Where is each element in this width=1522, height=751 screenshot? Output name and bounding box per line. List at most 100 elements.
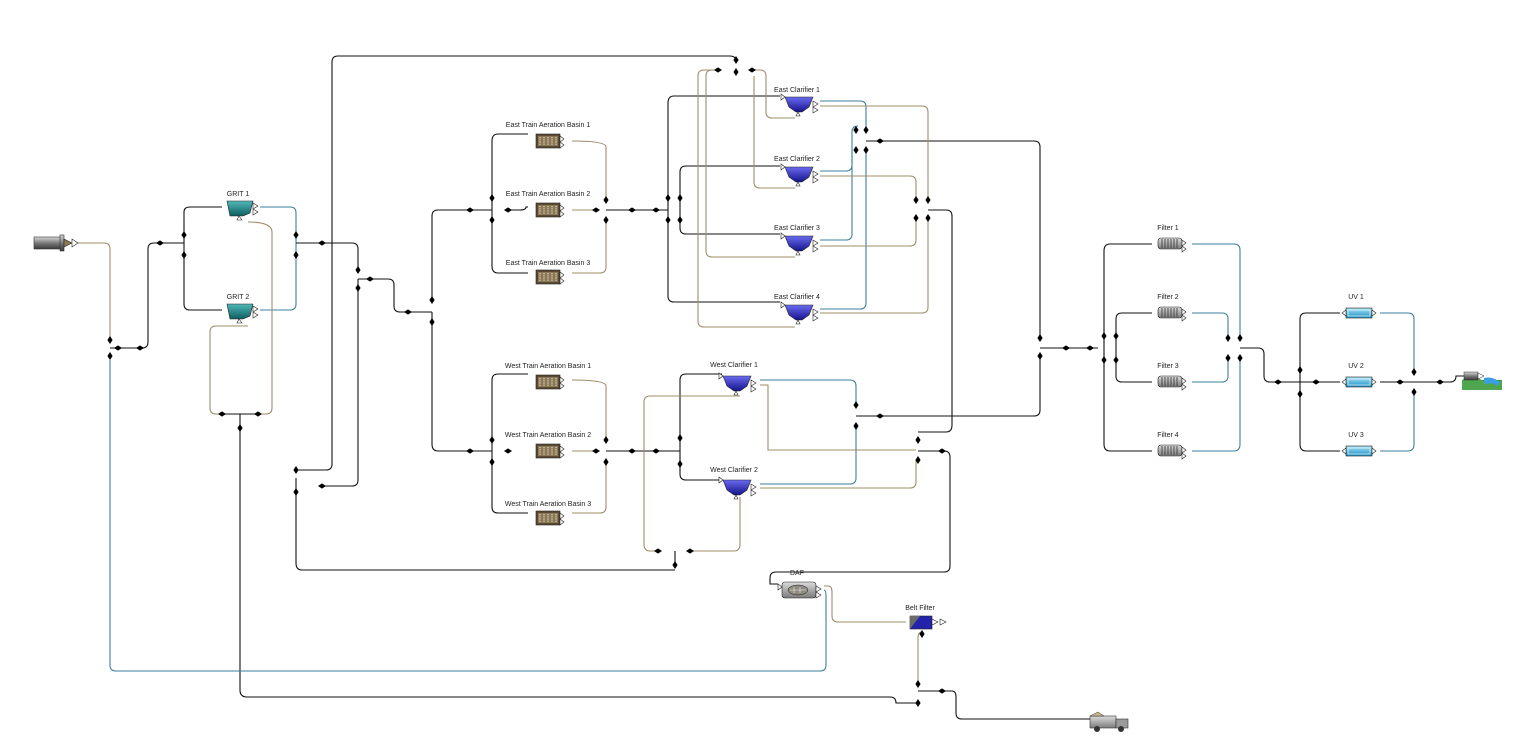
junction-icon[interactable] bbox=[489, 216, 495, 224]
junction-icon[interactable] bbox=[181, 251, 187, 259]
junction-icon[interactable] bbox=[1237, 354, 1243, 362]
junction-icon[interactable] bbox=[355, 266, 361, 274]
uv-3[interactable]: UV 3 bbox=[1341, 432, 1377, 457]
junction-icon[interactable] bbox=[652, 448, 660, 454]
junction-icon[interactable] bbox=[1101, 356, 1107, 364]
junction-icon[interactable] bbox=[925, 196, 931, 204]
influent-pipe-icon[interactable] bbox=[33, 234, 79, 252]
east-basin-2[interactable]: East Train Aeration Basin 2 bbox=[506, 191, 591, 218]
junction-icon[interactable] bbox=[592, 448, 600, 454]
junction-icon[interactable] bbox=[938, 448, 946, 454]
junction-icon[interactable] bbox=[1113, 356, 1119, 364]
junction-icon[interactable] bbox=[876, 138, 884, 144]
junction-icon[interactable] bbox=[366, 276, 374, 282]
belt-filter-press[interactable]: Belt Filter bbox=[905, 605, 947, 630]
junction-icon[interactable] bbox=[1436, 379, 1444, 385]
junction-icon[interactable] bbox=[107, 352, 113, 360]
junction-icon[interactable] bbox=[181, 231, 187, 239]
junction-icon[interactable] bbox=[293, 466, 299, 474]
east-basin-3[interactable]: East Train Aeration Basin 3 bbox=[506, 260, 591, 285]
filter-2[interactable]: Filter 2 bbox=[1157, 294, 1187, 322]
junction-icon[interactable] bbox=[1411, 368, 1417, 376]
junction-icon[interactable] bbox=[603, 458, 609, 466]
junction-icon[interactable] bbox=[1297, 366, 1303, 374]
junction-icon[interactable] bbox=[466, 448, 474, 454]
junction-icon[interactable] bbox=[489, 194, 495, 202]
junction-icon[interactable] bbox=[107, 336, 113, 344]
junction-icon[interactable] bbox=[1101, 332, 1107, 340]
junction-icon[interactable] bbox=[654, 548, 662, 554]
junction-icon[interactable] bbox=[489, 458, 495, 466]
junction-icon[interactable] bbox=[603, 196, 609, 204]
junction-icon[interactable] bbox=[677, 460, 683, 468]
junction-icon[interactable] bbox=[293, 251, 299, 259]
junction-icon[interactable] bbox=[318, 483, 326, 489]
junction-icon[interactable] bbox=[603, 216, 609, 224]
junction-icon[interactable] bbox=[915, 680, 921, 688]
west-basin-3[interactable]: West Train Aeration Basin 3 bbox=[505, 501, 591, 526]
junction-icon[interactable] bbox=[1037, 352, 1043, 360]
junction-icon[interactable] bbox=[237, 424, 243, 432]
junction-icon[interactable] bbox=[853, 401, 859, 409]
uv-1[interactable]: UV 1 bbox=[1341, 294, 1377, 319]
junction-icon[interactable] bbox=[915, 436, 921, 444]
junction-icon[interactable] bbox=[925, 214, 931, 222]
junction-icon[interactable] bbox=[677, 216, 683, 224]
junction-icon[interactable] bbox=[915, 699, 921, 707]
junction-icon[interactable] bbox=[1225, 354, 1231, 362]
junction-icon[interactable] bbox=[876, 413, 884, 419]
junction-icon[interactable] bbox=[677, 194, 683, 202]
junction-icon[interactable] bbox=[1411, 388, 1417, 396]
east-clarifier-2[interactable]: East Clarifier 2 bbox=[774, 156, 820, 187]
junction-icon[interactable] bbox=[1086, 345, 1094, 351]
east-clarifier-1[interactable]: East Clarifier 1 bbox=[774, 87, 820, 117]
filter-4[interactable]: Filter 4 bbox=[1157, 432, 1187, 460]
junction-icon[interactable] bbox=[293, 488, 299, 496]
daf-unit[interactable]: DAF bbox=[777, 570, 822, 599]
west-clarifier-1[interactable]: West Clarifier 1 bbox=[710, 362, 758, 396]
uv-2[interactable]: UV 2 bbox=[1341, 363, 1377, 388]
junction-icon[interactable] bbox=[254, 411, 262, 417]
grit-chamber-2[interactable]: GRIT 2 bbox=[226, 294, 259, 324]
filter-3[interactable]: Filter 3 bbox=[1157, 363, 1187, 391]
junction-icon[interactable] bbox=[355, 284, 361, 292]
junction-icon[interactable] bbox=[293, 231, 299, 239]
filter-1[interactable]: Filter 1 bbox=[1157, 225, 1187, 253]
junction-icon[interactable] bbox=[1237, 334, 1243, 342]
junction-icon[interactable] bbox=[733, 68, 739, 76]
junction-icon[interactable] bbox=[913, 214, 919, 222]
east-clarifier-3[interactable]: East Clarifier 3 bbox=[774, 225, 820, 256]
junction-icon[interactable] bbox=[429, 318, 435, 326]
junction-icon[interactable] bbox=[748, 67, 756, 73]
junction-icon[interactable] bbox=[218, 411, 226, 417]
junction-icon[interactable] bbox=[672, 561, 678, 569]
west-clarifier-2[interactable]: West Clarifier 2 bbox=[710, 467, 758, 500]
junction-icon[interactable] bbox=[714, 67, 722, 73]
junction-icon[interactable] bbox=[1297, 390, 1303, 398]
junction-icon[interactable] bbox=[686, 548, 694, 554]
junction-icon[interactable] bbox=[136, 345, 144, 351]
junction-icon[interactable] bbox=[1113, 332, 1119, 340]
junction-icon[interactable] bbox=[863, 146, 869, 154]
junction-icon[interactable] bbox=[603, 436, 609, 444]
junction-icon[interactable] bbox=[504, 448, 512, 454]
junction-icon[interactable] bbox=[156, 240, 164, 246]
junction-icon[interactable] bbox=[1225, 334, 1231, 342]
junction-icon[interactable] bbox=[665, 216, 671, 224]
junction-icon[interactable] bbox=[938, 688, 946, 694]
east-clarifier-4[interactable]: East Clarifier 4 bbox=[774, 294, 820, 325]
west-basin-2[interactable]: West Train Aeration Basin 2 bbox=[505, 432, 591, 459]
junction-icon[interactable] bbox=[863, 126, 869, 134]
junction-icon[interactable] bbox=[1037, 334, 1043, 342]
junction-icon[interactable] bbox=[504, 207, 512, 213]
junction-icon[interactable] bbox=[114, 345, 122, 351]
junction-icon[interactable] bbox=[318, 240, 326, 246]
junction-icon[interactable] bbox=[466, 207, 474, 213]
junction-icon[interactable] bbox=[1396, 379, 1404, 385]
junction-icon[interactable] bbox=[853, 146, 859, 154]
junction-icon[interactable] bbox=[429, 296, 435, 304]
junction-icon[interactable] bbox=[853, 422, 859, 430]
junction-icon[interactable] bbox=[1312, 379, 1320, 385]
junction-icon[interactable] bbox=[919, 630, 925, 638]
junction-icon[interactable] bbox=[404, 309, 412, 315]
